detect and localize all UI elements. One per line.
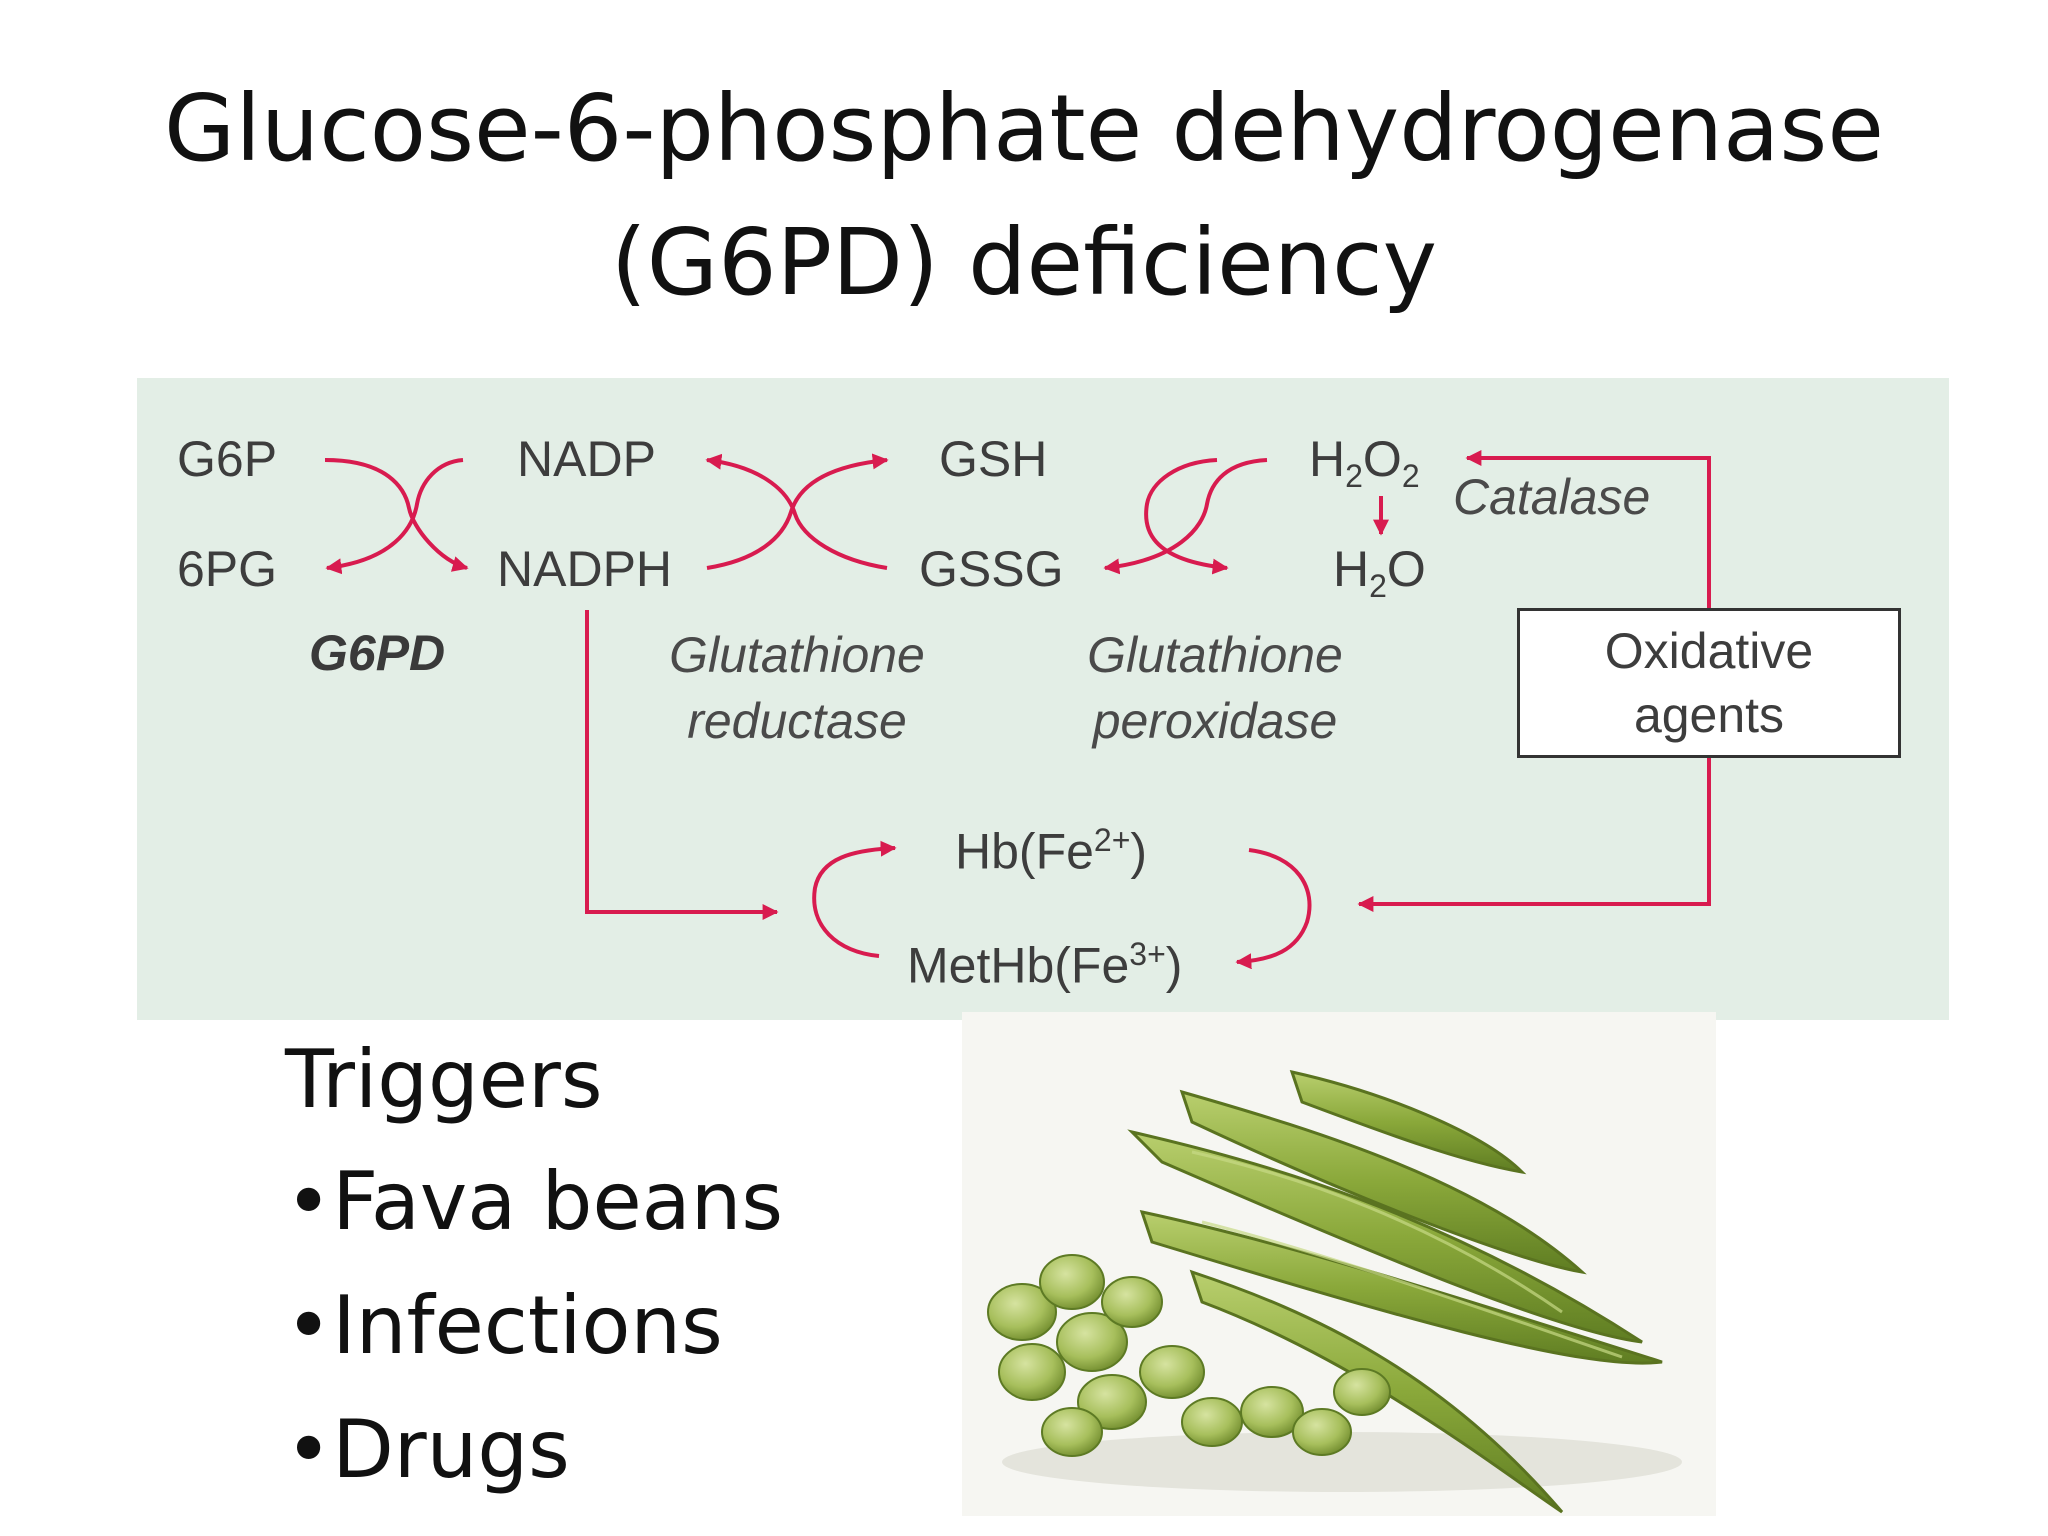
slide-title: Glucose-6-phosphate dehydrogenase (G6PD)… [0,62,2048,330]
label-nadph: NADPH [497,541,673,597]
gp-arrow-gssg [1144,458,1229,575]
g6pd-arrow-out [325,458,464,575]
label-6pg: 6PG [177,541,278,597]
gp-arrow-gsh [1103,458,1268,575]
pathway-arrows [324,450,1711,970]
label-hb: Hb(Fe2+) [955,822,1148,880]
oxidative-to-h2o2-line [1465,450,1711,608]
triggers-list: Triggers •Fava beans •Infections •Drugs [285,1020,783,1512]
oxidative-line-1: Oxidative [1604,623,1814,679]
oxidative-to-hb-line [1357,758,1711,912]
title-line-2: (G6PD) deficiency [610,209,1438,316]
trigger-item: •Fava beans [285,1155,784,1248]
gr-arrow-nadp [705,453,888,570]
label-gssg: GSSG [919,541,1064,597]
hb-cycle-left [812,840,897,958]
glut-peroxidase-line-1: Glutathione [1087,627,1343,683]
title-line-1: Glucose-6-phosphate dehydrogenase [164,75,1884,182]
label-gsh: GSH [939,431,1048,487]
glut-reductase-line-1: Glutathione [669,627,925,683]
gr-arrow-gssg [706,453,889,570]
nadph-to-methb-line [585,610,779,920]
label-glutathione-peroxidase: Glutathione peroxidase [1065,622,1365,754]
label-glutathione-reductase: Glutathione reductase [647,622,947,754]
trigger-item: •Infections [285,1279,723,1372]
triggers-heading: Triggers [285,1033,603,1126]
g6pd-pathway-diagram: G6P 6PG G6PD NADP NADPH GSH GSSG H2O2 H2… [137,378,1949,1020]
label-catalase: Catalase [1453,469,1651,525]
hb-cycle-right [1235,848,1312,970]
fava-beans-illustration [987,1069,1682,1514]
label-methb: MetHb(Fe3+) [907,936,1183,994]
label-g6p: G6P [177,431,278,487]
label-h2o2: H2O2 [1309,431,1420,494]
oxidative-line-2: agents [1633,687,1785,743]
label-g6pd-enzyme: G6PD [309,625,446,681]
trigger-item: •Drugs [285,1403,570,1496]
g6pd-arrow-in [324,458,469,572]
glut-peroxidase-line-2: peroxidase [1092,693,1338,749]
oxidative-agents-box: Oxidative agents [1517,608,1901,758]
label-h2o: H2O [1333,541,1426,604]
fava-beans-photo [962,1012,1716,1516]
label-nadp: NADP [517,431,656,487]
glut-reductase-line-2: reductase [687,693,907,749]
